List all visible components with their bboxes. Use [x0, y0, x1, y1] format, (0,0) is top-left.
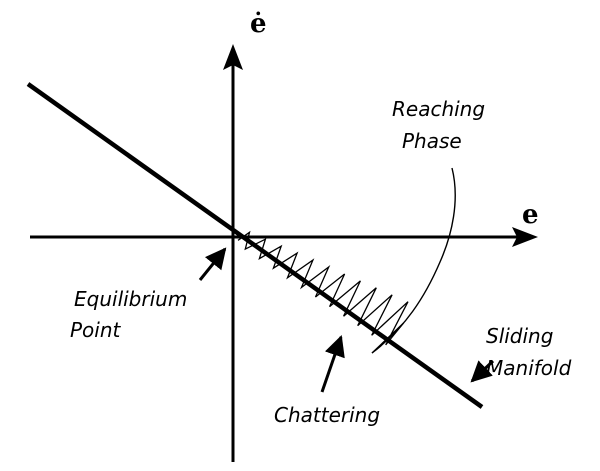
axis-label-e-dot: ė	[250, 9, 267, 39]
reaching-phase-label-line2: Phase	[402, 129, 462, 153]
sliding-manifold-label-line2: Manifold	[486, 356, 572, 380]
chattering-trajectory	[237, 230, 409, 354]
axis-label-e: e	[522, 200, 539, 230]
equilibrium-point-label-line1: Equilibrium	[74, 287, 187, 311]
chattering-label: Chattering	[274, 403, 380, 427]
equilibrium-point-label-line2: Point	[70, 318, 122, 342]
reaching-phase-curve	[371, 167, 456, 354]
sliding-manifold-line	[26, 82, 484, 409]
manifold-arrow	[470, 359, 495, 383]
equilibrium-arrow	[198, 247, 227, 281]
chattering-arrow	[320, 335, 345, 393]
reaching-phase-label-line1: Reaching	[392, 97, 485, 121]
vertical-axis-arrowhead	[223, 44, 243, 70]
sliding-manifold-label-line1: Sliding	[486, 324, 553, 348]
horizontal-axis-arrowhead	[512, 227, 538, 247]
